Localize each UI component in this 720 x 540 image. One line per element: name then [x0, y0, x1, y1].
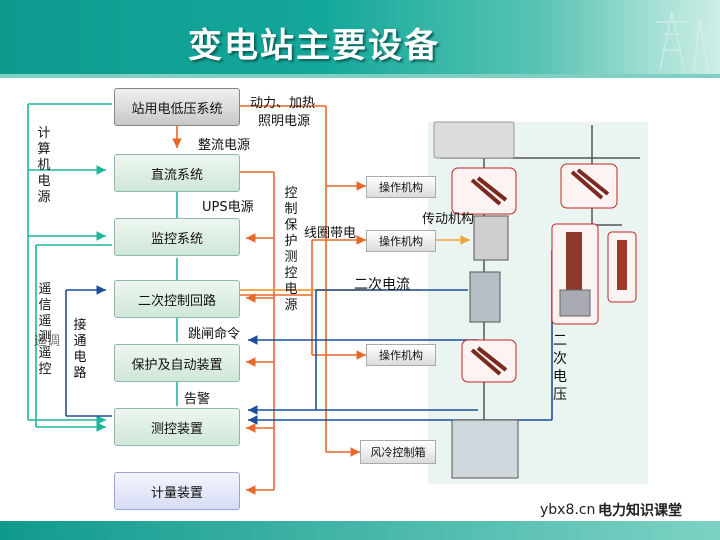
label-drive-mechanism: 传动机构	[422, 212, 475, 227]
header-bar	[0, 0, 720, 74]
slide-title: 变电站主要设备	[188, 26, 440, 66]
label-ups-power: UPS电源	[202, 200, 254, 215]
operating-mechanism-2: 操作机构	[366, 230, 436, 252]
footer-bar	[0, 521, 720, 540]
watermark-site: ybx8.cn	[540, 502, 596, 518]
fan-cooling-control-box: 风冷控制箱	[360, 440, 436, 464]
label-rectifier-power: 整流电源	[198, 138, 251, 153]
label-remote-signal: 遥信遥测遥控	[38, 282, 52, 377]
label-coil-energized: 线圈带电	[304, 226, 357, 241]
station-lv-system-box: 站用电低压系统	[114, 88, 240, 126]
label-alarm: 告警	[184, 392, 211, 407]
dc-system-box: 直流系统	[114, 154, 240, 192]
label-lighting-power: 照明电源	[258, 114, 311, 129]
label-trip-command: 跳闸命令	[188, 327, 241, 342]
label-remote-adjust: 遥调	[34, 334, 61, 349]
label-computer-power: 计算机电源	[37, 126, 51, 205]
measure-control-device-box: 测控装置	[114, 408, 240, 446]
label-secondary-voltage: 二次电压	[553, 333, 567, 403]
metering-device-box: 计量装置	[114, 472, 240, 510]
monitoring-system-box: 监控系统	[114, 218, 240, 256]
secondary-control-circuit-box: 二次控制回路	[114, 280, 240, 318]
header-divider	[0, 74, 720, 78]
label-connect-circuit: 接通电路	[73, 318, 87, 381]
operating-mechanism-1: 操作机构	[366, 176, 436, 198]
label-secondary-current: 二次电流	[354, 277, 410, 293]
label-power-heating: 动力、加热	[250, 96, 316, 111]
protection-automation-box: 保护及自动装置	[114, 344, 240, 382]
watermark-brand: 电力知识课堂	[598, 503, 682, 519]
operating-mechanism-3: 操作机构	[366, 344, 436, 366]
label-control-protection-power: 控制保护测控电源	[284, 186, 298, 313]
